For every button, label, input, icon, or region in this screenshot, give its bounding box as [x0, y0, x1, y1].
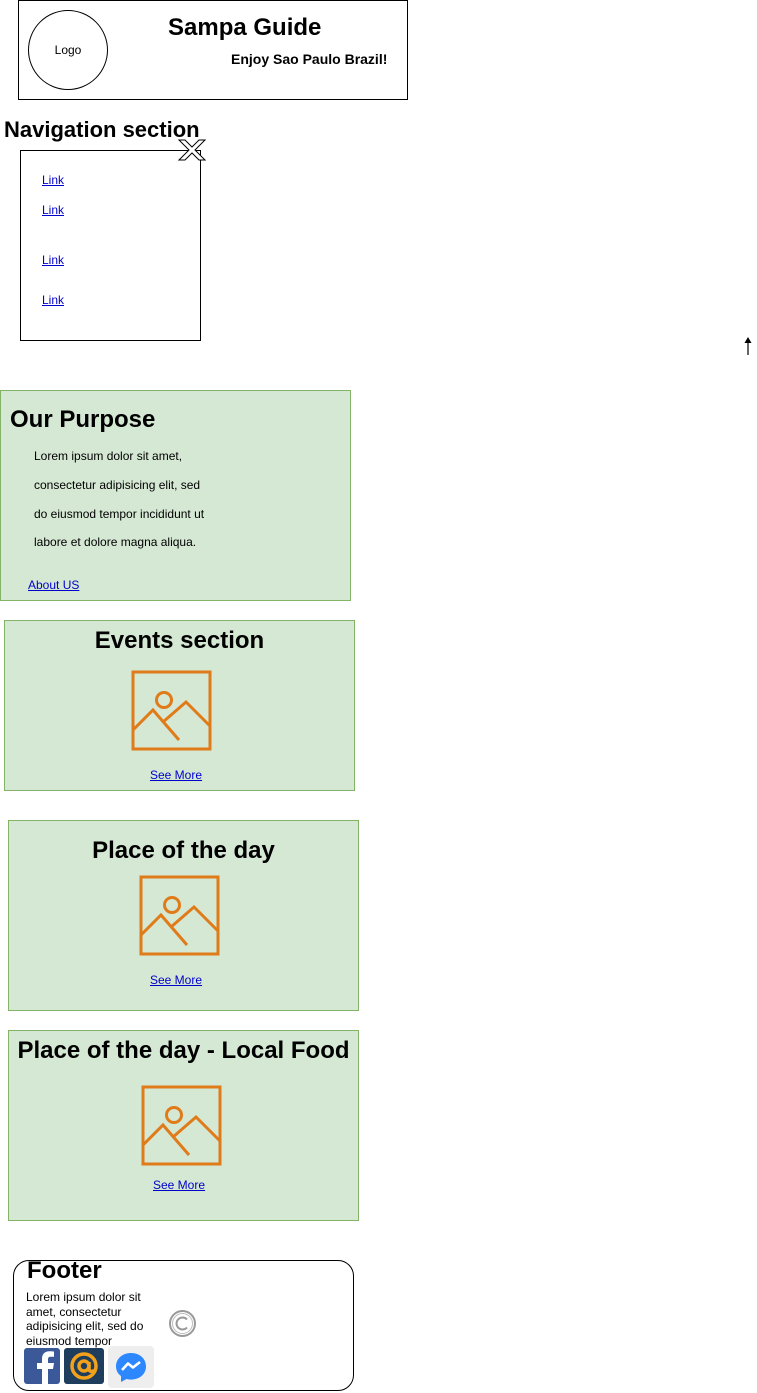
events-title: Events section: [94, 627, 265, 654]
purpose-text-line: Lorem ipsum dolor sit amet,: [34, 449, 183, 463]
email-icon[interactable]: [64, 1348, 104, 1384]
about-us-link[interactable]: About US: [28, 578, 80, 592]
purpose-text-line: do eiusmod tempor incididunt ut: [34, 507, 205, 521]
tagline: Enjoy Sao Paulo Brazil!: [231, 51, 388, 67]
site-header: [18, 0, 408, 100]
facebook-icon[interactable]: [24, 1348, 60, 1384]
purpose-title: Our Purpose: [10, 406, 156, 433]
close-icon[interactable]: [177, 138, 207, 162]
food-see-more-link[interactable]: See More: [153, 1178, 206, 1192]
footer-title: Footer: [27, 1257, 102, 1284]
image-placeholder-icon: [141, 1085, 222, 1166]
place-of-day-title: Place of the day: [92, 837, 275, 864]
purpose-text-line: consectetur adipisicing elit, sed: [34, 478, 201, 492]
site-title: Sampa Guide: [168, 14, 322, 41]
local-food-title: Place of the day - Local Food: [17, 1037, 350, 1064]
navigation-heading: Navigation section: [4, 117, 200, 142]
arrow-up-icon[interactable]: [742, 336, 754, 356]
local-food-section: [8, 1030, 359, 1221]
nav-link-1[interactable]: Link: [42, 173, 65, 187]
messenger-icon[interactable]: [108, 1346, 154, 1388]
footer-text: Lorem ipsum dolor sit amet, consectetur …: [26, 1290, 144, 1348]
events-see-more-link[interactable]: See More: [150, 768, 203, 782]
logo[interactable]: Logo: [28, 10, 108, 90]
events-section: [4, 620, 355, 791]
image-placeholder-icon: [131, 670, 212, 751]
logo-label: Logo: [54, 43, 82, 57]
purpose-text-line: labore et dolore magna aliqua.: [34, 535, 197, 549]
image-placeholder-icon: [139, 875, 220, 956]
place-see-more-link[interactable]: See More: [150, 973, 203, 987]
navigation-panel: [20, 150, 201, 341]
purpose-section: [0, 390, 351, 601]
nav-link-2[interactable]: Link: [42, 203, 65, 217]
nav-link-3[interactable]: Link: [42, 253, 65, 267]
copyright-icon: [168, 1309, 197, 1338]
nav-link-4[interactable]: Link: [42, 293, 65, 307]
